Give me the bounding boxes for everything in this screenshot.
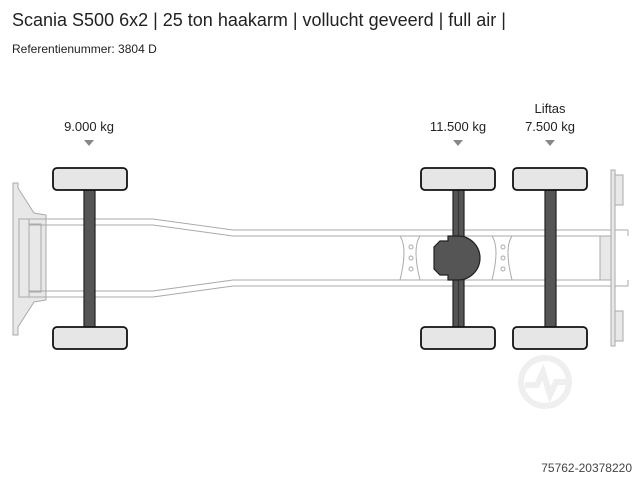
lift-axle bbox=[544, 189, 557, 328]
lift-axle-label: Liftas bbox=[534, 101, 566, 116]
watermark-logo bbox=[518, 355, 572, 409]
rear-axle-load: 11.500 kg bbox=[429, 119, 487, 134]
front-axle-arrow-icon bbox=[84, 140, 94, 146]
tire bbox=[52, 167, 128, 191]
front-bumper bbox=[12, 182, 47, 336]
reference-number: Referentienummer: 3804 D bbox=[12, 42, 157, 56]
lift-axle-load: 7.500 kg bbox=[525, 119, 575, 134]
tire bbox=[420, 167, 496, 191]
rear-bumper bbox=[599, 169, 624, 347]
lift-axle-arrow-icon bbox=[545, 140, 555, 146]
page-title: Scania S500 6x2 | 25 ton haakarm | vollu… bbox=[12, 10, 506, 30]
listing-id: 75762-20378220 bbox=[541, 461, 632, 475]
tire bbox=[512, 167, 588, 191]
differential bbox=[433, 235, 481, 281]
front-axle bbox=[83, 189, 96, 328]
chassis-frame bbox=[29, 218, 629, 298]
tire bbox=[420, 326, 496, 350]
front-axle-load: 9.000 kg bbox=[64, 119, 114, 134]
tire bbox=[52, 326, 128, 350]
rear-axle-arrow-icon bbox=[453, 140, 463, 146]
tire bbox=[512, 326, 588, 350]
